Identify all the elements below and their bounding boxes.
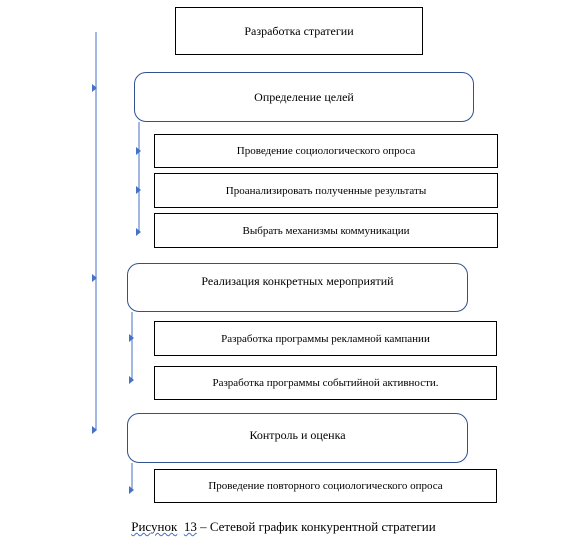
stage-node-label: Контроль и оценка (249, 428, 346, 442)
task-node-label: Проведение социологического опроса (236, 145, 416, 157)
task-node-events: Разработка программы событийной активнос… (154, 366, 497, 400)
caption-fig-word: Рисунок (131, 519, 178, 534)
arrow-marker (129, 376, 134, 384)
arrow-marker (129, 334, 134, 342)
caption-title: – Сетевой график конкурентной стратегии (200, 519, 436, 534)
arrow-marker (136, 186, 141, 194)
task-node-label: Проанализировать полученные результаты (225, 184, 427, 197)
stage-node-label: Реализация конкретных мероприятий (201, 274, 394, 288)
stage-node-goals: Определение целей (134, 72, 474, 122)
arrow-marker (136, 147, 141, 155)
task-node-repeat-survey: Проведение повторного социологического о… (154, 469, 497, 503)
caption-fig-number: 13 (183, 519, 197, 534)
task-node-ad-campaign: Разработка программы рекламной кампании (154, 321, 497, 356)
arrow-marker (92, 274, 97, 282)
arrow-marker (92, 426, 97, 434)
task-node-label: Разработка программы рекламной кампании (221, 332, 430, 345)
task-node-label: Выбрать механизмы коммуникации (242, 224, 410, 237)
root-node-strategy: Разработка стратегии (175, 7, 423, 55)
root-node-label: Разработка стратегии (244, 23, 354, 38)
task-node-label: Проведение повторного социологического о… (208, 480, 443, 492)
figure-caption: Рисунок 13 – Сетевой график конкурентной… (0, 519, 567, 535)
stage-node-implementation: Реализация конкретных мероприятий (127, 263, 468, 312)
stage-node-label: Определение целей (254, 89, 354, 104)
task-node-communication: Выбрать механизмы коммуникации (154, 213, 498, 248)
arrow-marker (136, 228, 141, 236)
task-node-analyze: Проанализировать полученные результаты (154, 173, 498, 208)
arrow-marker (92, 84, 97, 92)
stage-node-control: Контроль и оценка (127, 413, 468, 463)
task-node-survey: Проведение социологического опроса (154, 134, 498, 168)
arrow-marker (129, 486, 134, 494)
task-node-label: Разработка программы событийной активнос… (212, 377, 439, 389)
